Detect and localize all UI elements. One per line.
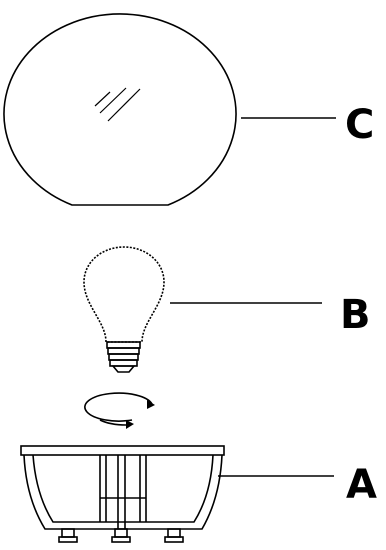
light-bulb-icon — [83, 246, 165, 373]
rotate-clockwise-arrow-icon — [84, 392, 155, 429]
lamp-base-icon — [20, 445, 225, 543]
label-a: A — [346, 462, 377, 508]
label-c: C — [345, 102, 374, 148]
label-b: B — [340, 292, 371, 338]
glass-globe-shade-icon — [3, 13, 237, 206]
